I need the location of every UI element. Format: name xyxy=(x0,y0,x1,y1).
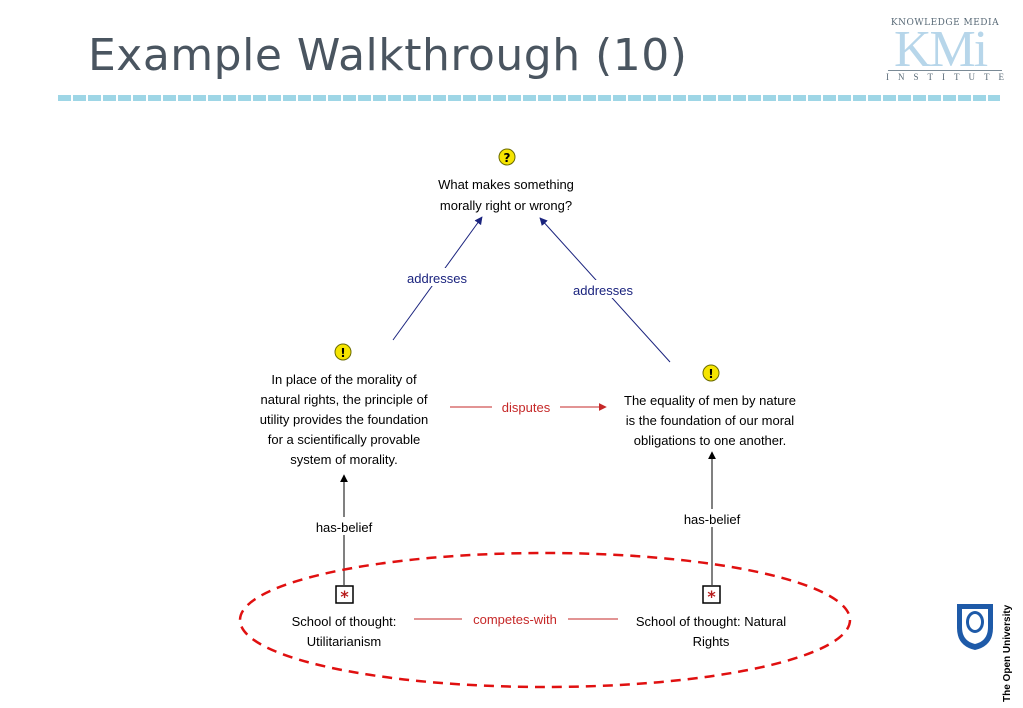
kmi-logo-top-text: KNOWLEDGE MEDIA xyxy=(890,18,1000,28)
kmi-logo-main-text: KMi xyxy=(894,21,988,78)
svg-text:*: * xyxy=(340,587,349,606)
disputes-label-bg xyxy=(492,398,560,416)
left-claim-node[interactable]: ! In place of the morality of natural ri… xyxy=(260,343,428,467)
has-belief-label-left-bg xyxy=(304,517,384,535)
addresses-label-right-bg xyxy=(562,280,644,298)
question-node[interactable]: ? What makes something morally right or … xyxy=(438,148,574,213)
school-asterisk-icon: * xyxy=(335,585,354,606)
open-university-wordmark: The Open University xyxy=(1002,604,1013,702)
has-belief-label-right: has-belief xyxy=(684,512,741,527)
svg-text:*: * xyxy=(707,587,716,606)
has-belief-label-right-bg xyxy=(672,509,752,527)
left-claim-line-3: utility provides the foundation xyxy=(260,412,428,427)
competes-with-label: competes-with xyxy=(473,612,557,627)
left-school-node[interactable]: * School of thought: Utilitarianism xyxy=(292,585,397,649)
open-university-logo xyxy=(957,604,993,650)
kmi-logo: KNOWLEDGE MEDIA KMi INSTITUTE xyxy=(886,18,1004,84)
svg-text:!: ! xyxy=(340,346,345,360)
exclamation-icon: ! xyxy=(334,343,352,361)
addresses-label-right: addresses xyxy=(573,283,633,298)
addresses-label-left: addresses xyxy=(407,271,467,286)
right-school-node[interactable]: * School of thought: Natural Rights xyxy=(636,585,786,649)
disputes-label: disputes xyxy=(502,400,551,415)
kmi-logo-bottom-text: INSTITUTE xyxy=(886,72,1013,82)
left-claim-line-4: for a scientifically provable xyxy=(268,432,420,447)
right-school-line-1: School of thought: Natural xyxy=(636,614,786,629)
left-claim-line-5: system of morality. xyxy=(290,452,397,467)
question-text-line-2: morally right or wrong? xyxy=(440,198,572,213)
kmi-logo-divider xyxy=(888,70,1002,71)
right-claim-node[interactable]: ! The equality of men by nature is the f… xyxy=(624,364,796,448)
left-school-line-2: Utilitarianism xyxy=(307,634,381,649)
left-school-line-1: School of thought: xyxy=(292,614,397,629)
open-university-shield-icon xyxy=(957,604,993,650)
question-icon: ? xyxy=(498,148,516,166)
right-claim-line-2: is the foundation of our moral xyxy=(626,413,794,428)
competes-with-label-bg xyxy=(462,610,568,628)
school-asterisk-icon: * xyxy=(702,585,721,606)
highlight-ellipse xyxy=(238,551,852,689)
right-claim-line-1: The equality of men by nature xyxy=(624,393,796,408)
title-underline xyxy=(58,95,1000,101)
page-title: Example Walkthrough (10) xyxy=(88,30,688,81)
left-claim-line-1: In place of the morality of xyxy=(271,372,417,387)
has-belief-label-left: has-belief xyxy=(316,520,373,535)
addresses-label-left-bg xyxy=(396,268,478,286)
svg-text:?: ? xyxy=(504,151,511,165)
question-text-line-1: What makes something xyxy=(438,177,574,192)
left-claim-line-2: natural rights, the principle of xyxy=(261,392,428,407)
right-school-line-2: Rights xyxy=(693,634,730,649)
exclamation-icon: ! xyxy=(702,364,720,382)
right-claim-line-3: obligations to one another. xyxy=(634,433,787,448)
svg-text:!: ! xyxy=(708,367,713,381)
